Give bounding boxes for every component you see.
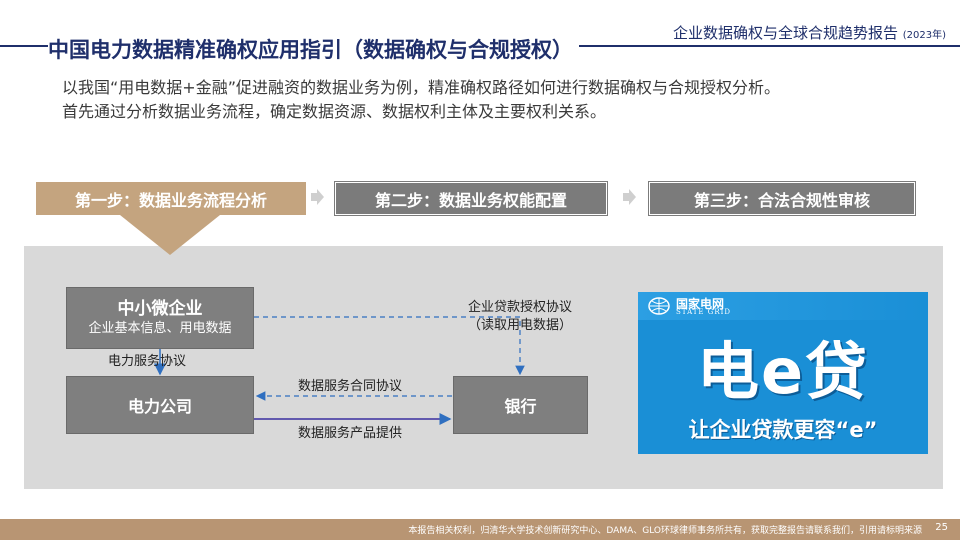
sme-title: 中小微企业 bbox=[117, 299, 203, 319]
arrow-sme-to-bank bbox=[254, 316, 525, 376]
sme-node: 中小微企业 企业基本信息、用电数据 bbox=[66, 287, 254, 349]
state-grid-logo-icon bbox=[648, 297, 670, 315]
step-2-tab[interactable]: 第二步：数据业务权能配置 bbox=[334, 181, 608, 216]
intro-text: 以我国“用电数据+金融”促进融资的数据业务为例，精准确权路径如何进行数据确权与合… bbox=[62, 76, 942, 124]
intro-line-2: 首先通过分析数据业务流程，确定数据资源、数据权利主体及主要权利关系。 bbox=[62, 102, 607, 121]
step-1-tab[interactable]: 第一步：数据业务流程分析 bbox=[36, 182, 306, 215]
dianedai-banner: 国家电网 STATE GRID 电e贷 让企业贷款更容“e” bbox=[638, 292, 928, 454]
step-pointer bbox=[120, 215, 220, 255]
sme-subtitle: 企业基本信息、用电数据 bbox=[88, 321, 232, 336]
logo-org-cn: 国家电网 bbox=[676, 297, 725, 311]
label-power-service: 电力服务协议 bbox=[108, 354, 187, 369]
label-service-contract: 数据服务合同协议 bbox=[298, 379, 403, 394]
step-3-tab[interactable]: 第三步：合法合规性审核 bbox=[648, 181, 916, 216]
page-title: 中国电力数据精准确权应用指引（数据确权与合规授权） bbox=[48, 34, 579, 64]
report-title: 企业数据确权与全球合规趋势报告 (2023年) bbox=[662, 22, 946, 43]
chevron-right-icon bbox=[311, 189, 324, 205]
product-slogan: 让企业贷款更容“e” bbox=[688, 418, 878, 442]
footer-bar: 本报告相关权利，归清华大学技术创新研究中心、DAMA、GLO环球律师事务所共有，… bbox=[0, 519, 960, 540]
chevron-right-icon bbox=[623, 189, 636, 205]
banner-top-strip bbox=[638, 292, 928, 320]
intro-line-1: 以我国“用电数据+金融”促进融资的数据业务为例，精准确权路径如何进行数据确权与合… bbox=[62, 78, 780, 97]
label-product: 数据服务产品提供 bbox=[298, 426, 403, 441]
footer-copyright: 本报告相关权利，归清华大学技术创新研究中心、DAMA、GLO环球律师事务所共有，… bbox=[408, 526, 922, 536]
bank-node: 银行 bbox=[453, 376, 588, 434]
power-company-node: 电力公司 bbox=[66, 376, 254, 434]
logo-org-en: STATE GRID bbox=[676, 308, 731, 316]
product-name: 电e贷 bbox=[696, 335, 870, 408]
label-loan-auth: 企业贷款授权协议 （读取用电数据） bbox=[467, 300, 572, 333]
page-number: 25 bbox=[935, 522, 948, 533]
